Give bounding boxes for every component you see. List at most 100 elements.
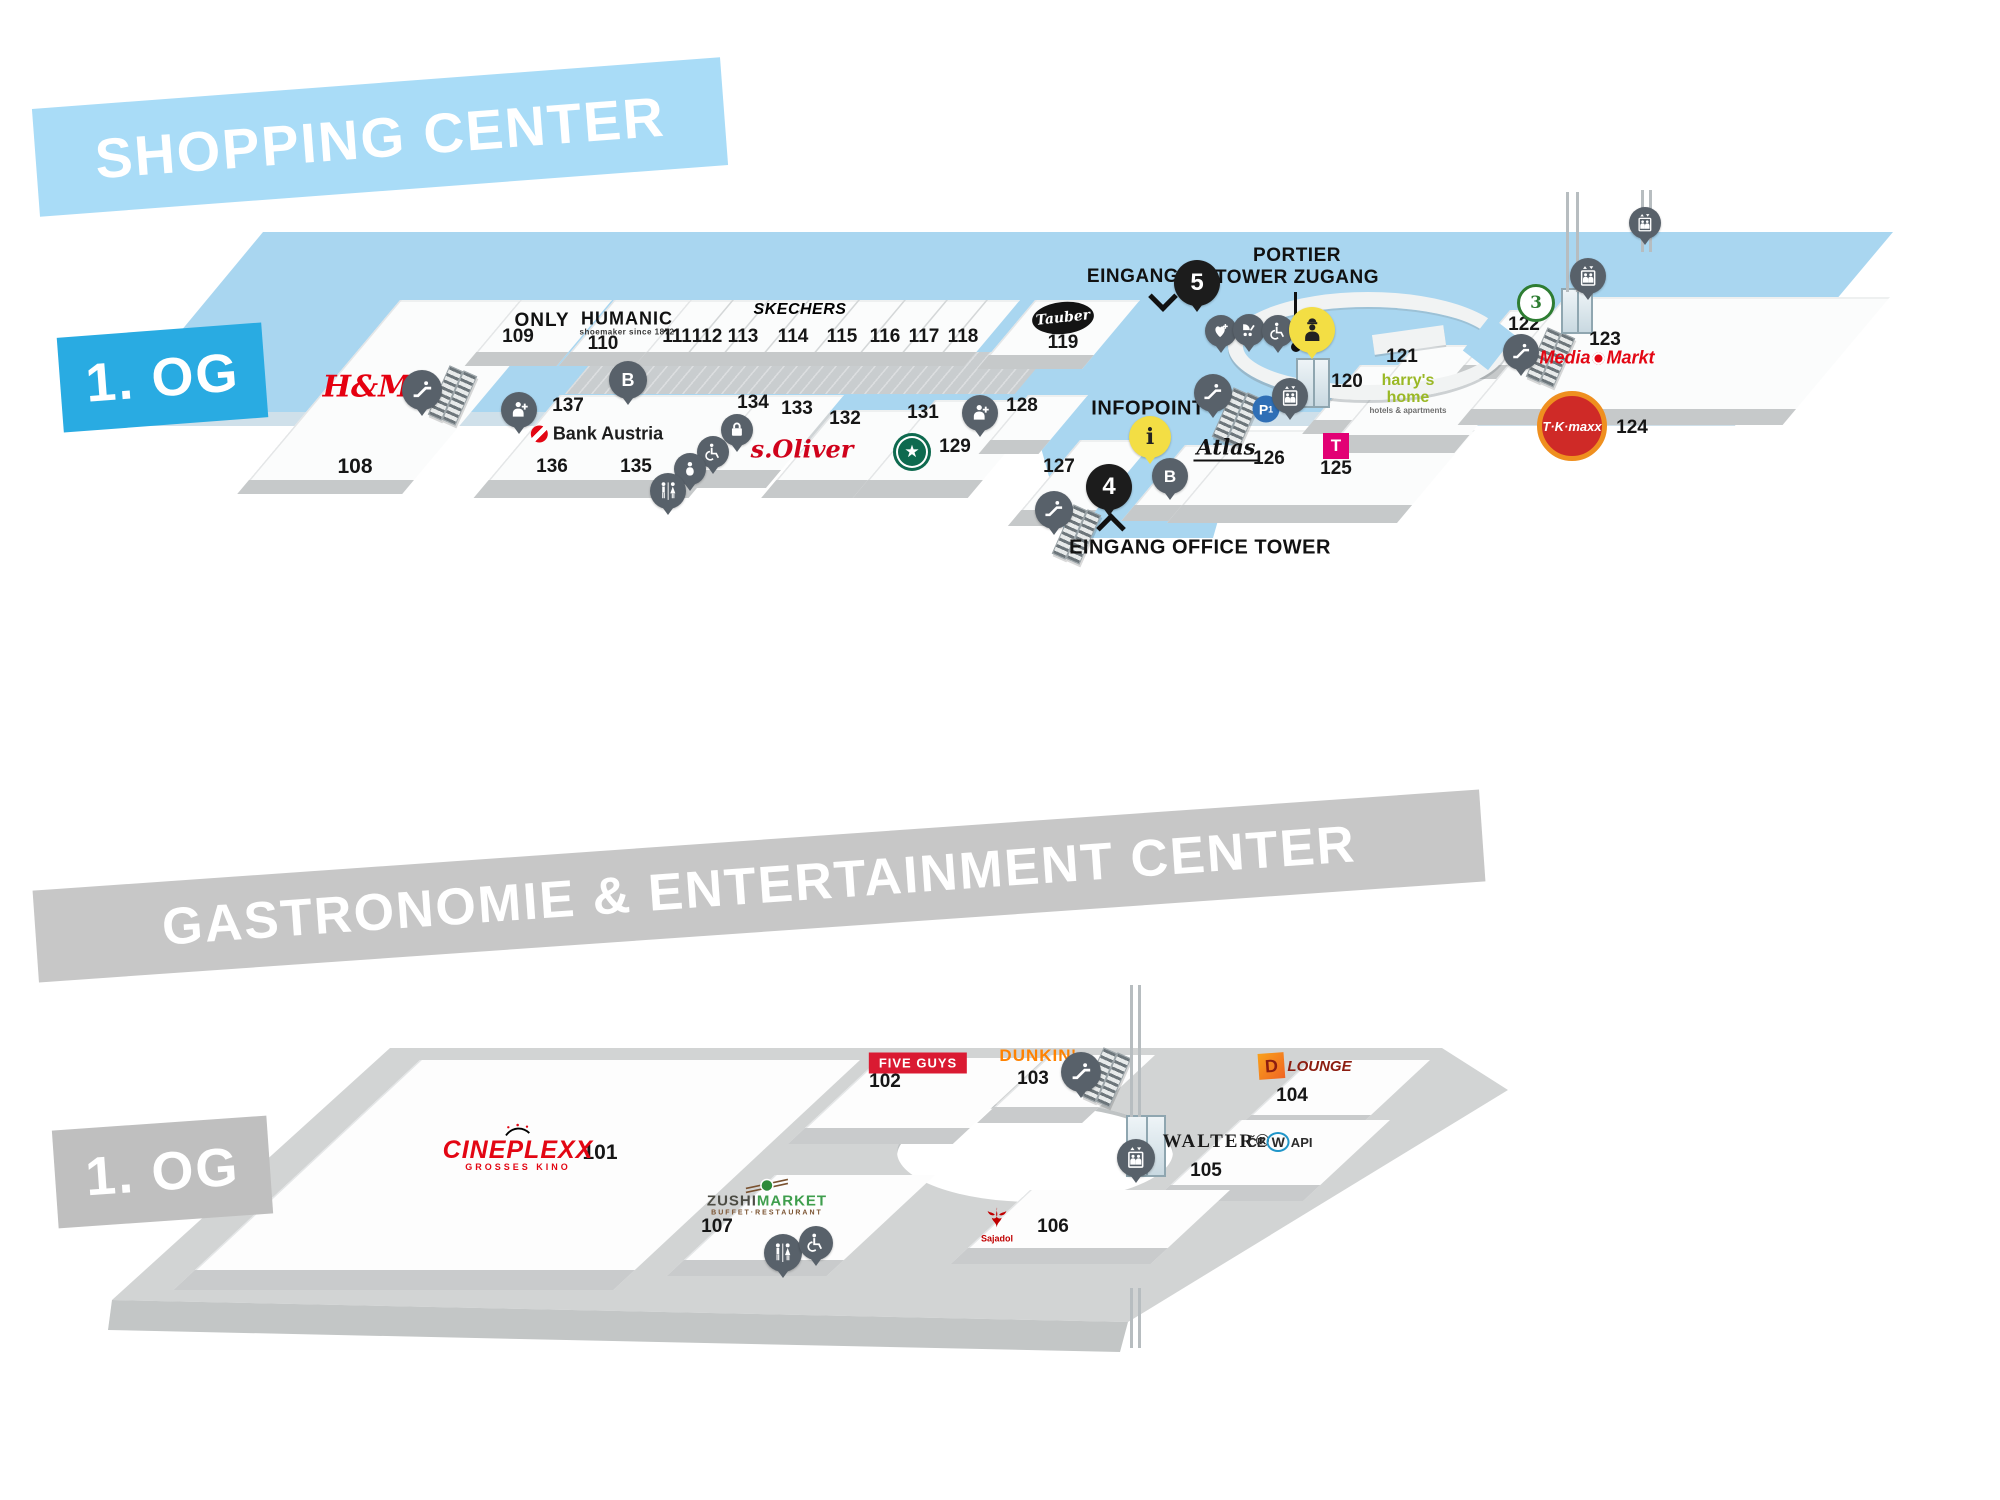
fiveguys-logo: FIVE GUYS xyxy=(868,1052,968,1074)
elevator-pin xyxy=(1117,1139,1155,1177)
cineplexx-tagline: GROSSES KINO xyxy=(465,1162,571,1173)
unit-number: 102 xyxy=(869,1071,901,1092)
shopping-floor-label: 1. OG xyxy=(83,341,242,414)
unit-number: 136 xyxy=(536,456,568,477)
elevator-icon xyxy=(1279,385,1301,407)
escalator-icon xyxy=(1069,1060,1094,1085)
elevator-shaft-pole xyxy=(1130,985,1133,1117)
dunkin-logo: DUNKIN' xyxy=(999,1046,1077,1065)
elevator-icon xyxy=(1635,213,1655,233)
unit-number: 110 xyxy=(587,333,619,354)
unit-number: 132 xyxy=(829,408,861,429)
defibrillator-pin xyxy=(1205,315,1237,347)
bank-austria-wordmark: Bank Austria xyxy=(552,423,664,444)
gastronomy-floor-label: 1. OG xyxy=(83,1136,242,1208)
elevator-pin xyxy=(1629,207,1661,239)
zushi-wordmark: ZUSHI xyxy=(706,1192,757,1210)
walter-logo: WALTER® xyxy=(1162,1131,1272,1152)
dlounge-d-icon: D xyxy=(1257,1052,1286,1080)
unit-number: 115 xyxy=(826,326,858,347)
shopping-floor-badge: 1. OG xyxy=(56,322,269,433)
customer-service-pin xyxy=(501,392,537,428)
unit-number: 109 xyxy=(502,326,534,347)
shopping-center-title: SHOPPING CENTER xyxy=(92,84,668,190)
elevator-shaft-pole xyxy=(1138,985,1141,1117)
wheelchair-icon xyxy=(805,1232,826,1253)
soliver-logo: s.Oliver xyxy=(750,434,854,464)
entrance-5-label: EINGANG xyxy=(1086,266,1180,287)
humanic-logo: HUMANIC shoemaker since 1872 xyxy=(580,309,675,336)
person-plus-icon xyxy=(969,402,991,424)
person-plus-icon xyxy=(508,399,530,421)
unit-number: 126 xyxy=(1253,448,1285,469)
mediamarkt-media: Media xyxy=(1539,347,1591,368)
elevator-icon xyxy=(1577,265,1599,287)
unit-number: 119 xyxy=(1047,332,1079,353)
escalator-icon xyxy=(1042,498,1066,522)
elevator-shaft-pole xyxy=(1138,1288,1141,1348)
unit-number: 128 xyxy=(1006,395,1038,416)
mediamarkt-dot-icon xyxy=(1592,352,1605,364)
starbucks-logo xyxy=(893,433,931,471)
harrys-home-tagline: hotels & apartments xyxy=(1369,405,1447,415)
unit-number: 121 xyxy=(1386,346,1418,367)
elevator-shaft-pole xyxy=(1576,192,1579,292)
gastronomy-floor-badge: 1. OG xyxy=(51,1115,274,1229)
unit-number: 112 xyxy=(691,326,723,347)
unit-number: 123 xyxy=(1589,329,1621,350)
dlounge-logo: D LOUNGE xyxy=(1257,1052,1352,1080)
entrance-4-number: 4 xyxy=(1102,473,1116,500)
elevator-shaft-pole xyxy=(1566,192,1569,292)
wc-icon xyxy=(771,1241,795,1265)
unit-number: 101 xyxy=(582,1141,618,1164)
escalator-pin xyxy=(1194,374,1232,412)
badge-3-logo: 3 xyxy=(1517,284,1555,322)
elevator-icon xyxy=(1124,1146,1148,1170)
parking-letter: P xyxy=(1258,401,1269,417)
humanic-tagline: shoemaker since 1872 xyxy=(579,327,675,337)
atm-letter: B xyxy=(1163,466,1177,486)
badge-3-number: 3 xyxy=(1530,293,1542,313)
unit-number: 114 xyxy=(777,326,809,347)
unit-number: 137 xyxy=(552,395,584,416)
unit-number: 106 xyxy=(1037,1216,1069,1237)
wc-icon xyxy=(657,480,679,502)
wc-pin xyxy=(764,1234,802,1272)
tkmaxx-logo: T·K·maxx xyxy=(1537,391,1607,461)
harrys-home-line1: harry's xyxy=(1381,372,1435,390)
sajadol-logo: Sajadol xyxy=(981,1204,1013,1243)
unit-number: 108 xyxy=(337,455,373,478)
escalator-pin xyxy=(1503,334,1539,370)
unit-number: 113 xyxy=(727,326,759,347)
portier-label-line2: TOWER ZUGANG xyxy=(1215,267,1379,288)
wheelchair-icon xyxy=(703,442,723,462)
unit-number: 104 xyxy=(1276,1085,1308,1106)
dlounge-wordmark: LOUNGE xyxy=(1287,1057,1352,1075)
escalator-pin xyxy=(402,370,442,410)
elevator-pin xyxy=(1570,258,1606,294)
office-entrance-label: EINGANG OFFICE TOWER xyxy=(1069,536,1331,559)
market-wordmark: MARKET xyxy=(756,1192,828,1210)
mediamarkt-markt: Markt xyxy=(1606,347,1655,368)
unit-number: 120 xyxy=(1331,371,1363,392)
unit-number: 107 xyxy=(701,1216,733,1237)
heart-plus-icon xyxy=(1211,321,1231,341)
unit-number: 127 xyxy=(1043,456,1075,477)
infopoint-label: INFOPOINT xyxy=(1091,397,1205,420)
portier-label-line1: PORTIER xyxy=(1253,245,1341,266)
bank-austria-logo: Bank Austria xyxy=(530,423,664,445)
unit-number: 125 xyxy=(1320,458,1352,479)
unit-number: 111 xyxy=(662,326,692,347)
only-logo: ONLY xyxy=(514,310,570,331)
cewapi-w: W xyxy=(1266,1132,1290,1152)
zushimarket-logo: ZUSHI MARKET BUFFET·RESTAURANT xyxy=(707,1175,827,1216)
atm-letter: B xyxy=(621,370,635,390)
humanic-wordmark: HUMANIC xyxy=(580,308,673,329)
skechers-logo: SKECHERS xyxy=(753,301,847,318)
atm-pin: B xyxy=(609,361,647,399)
unit-number: 133 xyxy=(781,398,813,419)
zushi-chopsticks-icon xyxy=(745,1178,789,1194)
info-letter: i xyxy=(1145,424,1155,450)
harrys-home-line2: home xyxy=(1386,388,1430,406)
